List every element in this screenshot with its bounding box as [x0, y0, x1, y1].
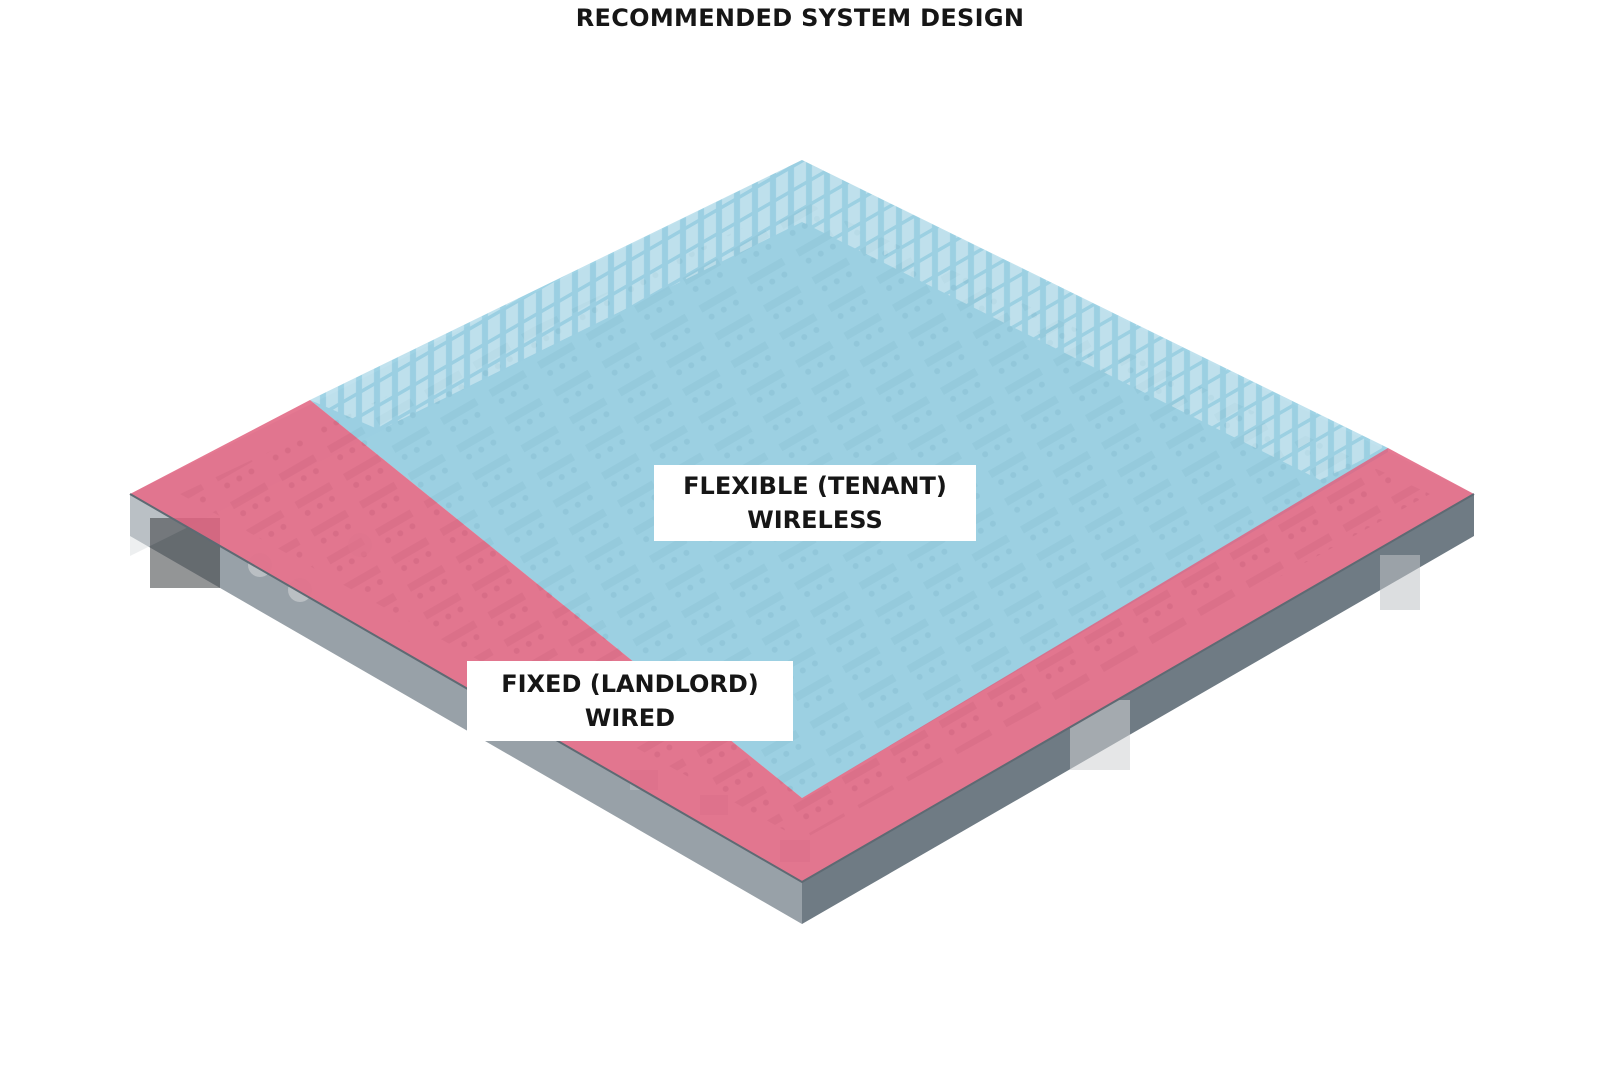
flexible-zone-label-line2: WIRELESS	[747, 506, 883, 534]
diagram-title: RECOMMENDED SYSTEM DESIGN	[575, 4, 1025, 32]
fixed-zone-left-band	[130, 400, 802, 882]
fixed-zone-label-line2: WIRED	[584, 704, 676, 732]
fixed-zone-right-band	[802, 448, 1474, 882]
flexible-zone-label: FLEXIBLE (TENANT) WIRELESS	[654, 465, 976, 541]
flexible-zone-windows	[310, 160, 1388, 480]
flexible-zone-label-line1: FLEXIBLE (TENANT)	[683, 472, 947, 500]
fixed-zone-label: FIXED (LANDLORD) WIRED	[467, 661, 793, 741]
floor-slab-right-side	[802, 494, 1474, 924]
fixed-zone-label-line1: FIXED (LANDLORD)	[501, 670, 759, 698]
floor-edge	[129, 493, 1475, 884]
